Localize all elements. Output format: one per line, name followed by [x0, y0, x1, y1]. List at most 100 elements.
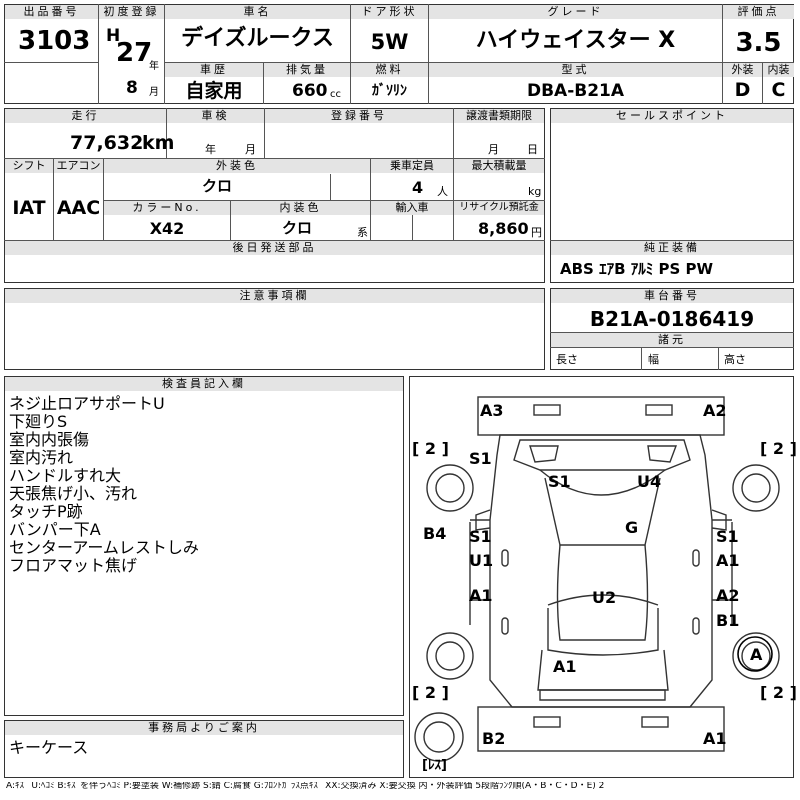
remark-item: センターアームレストしみ — [9, 538, 199, 557]
equipment-label: 純正装備 — [551, 241, 793, 255]
grade-label: グレード — [429, 5, 722, 19]
fuel-label: 燃料 — [351, 63, 428, 77]
model: DBA-B21A — [526, 81, 625, 101]
inspector-remarks: ネジ止ロアサポートU 下廻りS 室内内張傷 室内汚れ ハンドルすれ大 天張焦げ小… — [9, 395, 199, 575]
lot-number: 3103 — [18, 26, 91, 56]
color-number-label: カラーNo. — [104, 201, 230, 215]
exterior-color: クロ — [201, 177, 232, 195]
chassis-block — [550, 288, 794, 370]
mileage-label: 走行 — [5, 109, 166, 123]
code-front-left-bumper: A3 — [480, 401, 504, 420]
tire-count-rear-right: [ 2 ] — [760, 683, 797, 702]
sales-point-block — [550, 108, 794, 283]
tire-count-rear-left: [ 2 ] — [412, 683, 449, 702]
import-label: 輸入車 — [371, 201, 453, 215]
shift: IAT — [12, 197, 46, 219]
registration-year: 27 — [116, 38, 153, 68]
model-label: 型式 — [429, 63, 722, 77]
office-message: キーケース — [9, 738, 89, 757]
score-label: 評価点 — [723, 5, 794, 19]
office-block — [4, 720, 404, 778]
registration-number-label: 登録番号 — [265, 109, 453, 123]
displacement: 660 — [292, 81, 328, 101]
code-left-front-door-u: U1 — [469, 551, 494, 570]
transfer-month-unit: 月 — [488, 143, 499, 156]
legend: A:ｷｽﾞ U:ﾍｺﾐ B:ｷｽﾞを伴うﾍｺﾐ P:要塗装 W:補修跡 S:錆 … — [6, 782, 605, 791]
transfer-deadline-label: 譲渡書類期限 — [454, 109, 544, 123]
code-left-rear-door: A1 — [469, 586, 493, 605]
history-label: 車歴 — [165, 63, 263, 77]
later-parts-label: 後日発送部品 — [5, 241, 544, 255]
code-right-front-door-s: S1 — [716, 527, 739, 546]
max-load-unit: kg — [528, 185, 542, 198]
capacity: 4 — [412, 178, 424, 197]
tire-count-front-right: [ 2 ] — [760, 439, 797, 458]
code-left-front-door-s: S1 — [469, 527, 492, 546]
registration-month: 8 — [126, 78, 138, 98]
registration-era: H — [106, 26, 121, 46]
remark-item: 天張焦げ小、汚れ — [9, 484, 138, 503]
remark-item: 室内汚れ — [9, 448, 74, 467]
exterior-grade: D — [734, 79, 751, 101]
door-type: 5W — [370, 30, 409, 54]
code-rear-floor: A1 — [553, 657, 577, 676]
car-name: デイズルークス — [181, 26, 334, 51]
color-number: X42 — [149, 219, 185, 238]
remark-item: ハンドルすれ大 — [9, 466, 122, 485]
notes-block — [4, 288, 545, 370]
aircon-label: エアコン — [54, 159, 103, 173]
history: 自家用 — [185, 80, 243, 102]
transfer-day-unit: 日 — [527, 143, 538, 156]
mileage-unit: km — [142, 132, 175, 154]
remark-item: 室内内張傷 — [9, 430, 90, 449]
header-block — [4, 4, 794, 104]
code-rear-right-bumper: A1 — [703, 729, 727, 748]
tire-count-front-left: [ 2 ] — [412, 439, 449, 458]
code-front-right-bumper: A2 — [703, 401, 727, 420]
inspector-label: 検査員記入欄 — [5, 377, 403, 391]
chassis-number: B21A-0186419 — [589, 307, 755, 331]
code-left-pillar: B4 — [423, 524, 447, 543]
code-left-fender: S1 — [469, 449, 492, 468]
code-right-rear-door-b: B1 — [716, 611, 740, 630]
exterior-label: 外装 — [723, 63, 762, 77]
year-unit: 年 — [149, 61, 159, 72]
office-label: 事務局よりご案内 — [5, 721, 403, 735]
code-hood: S1 — [548, 472, 571, 491]
chassis-label: 車台番号 — [551, 289, 793, 303]
width-label: 幅 — [648, 353, 659, 366]
interior-color-suffix: 系 — [357, 226, 368, 239]
damage-diagram — [409, 376, 794, 778]
aircon: AAC — [56, 197, 101, 219]
lot-number-label: 出品番号 — [5, 5, 98, 19]
capacity-label: 乗車定員 — [371, 159, 453, 173]
exterior-color-label: 外装色 — [104, 159, 370, 173]
first-registration-label: 初度登録 — [99, 5, 164, 19]
capacity-unit: 人 — [437, 185, 448, 198]
mileage: 77,632 — [70, 132, 144, 154]
length-label: 長さ — [556, 353, 578, 366]
displacement-label: 排気量 — [264, 63, 350, 77]
remark-item: タッチP跡 — [9, 502, 83, 521]
interior-color-label: 内装色 — [231, 201, 370, 215]
grade: ハイウェイスター X — [475, 28, 676, 53]
code-right-rear-wheel: A — [750, 645, 763, 664]
equipment-list: ABS ｴｱB ｱﾙﾐ PS PW — [560, 260, 714, 278]
month-unit: 月 — [149, 87, 159, 98]
car-name-label: 車名 — [165, 5, 350, 19]
recycle-deposit-label: リサイクル預託金 — [454, 201, 544, 215]
shift-label: シフト — [5, 159, 53, 173]
code-rear-left-bumper: B2 — [482, 729, 506, 748]
spec-label: 諸元 — [551, 333, 793, 347]
sales-point-label: セールスポイント — [551, 109, 793, 123]
notes-label: 注意事項欄 — [5, 289, 544, 303]
height-label: 高さ — [724, 353, 746, 366]
recycle-deposit-unit: 円 — [531, 226, 542, 239]
door-type-label: ドア形状 — [351, 5, 428, 19]
inspector-block — [4, 376, 404, 716]
fuel: ｶﾞｿﾘﾝ — [372, 83, 407, 99]
inspection-month-unit: 月 — [245, 143, 256, 156]
code-right-front-door-a: A1 — [716, 551, 740, 570]
inspection-year-unit: 年 — [205, 143, 216, 156]
remark-item: バンパー下A — [9, 520, 101, 539]
